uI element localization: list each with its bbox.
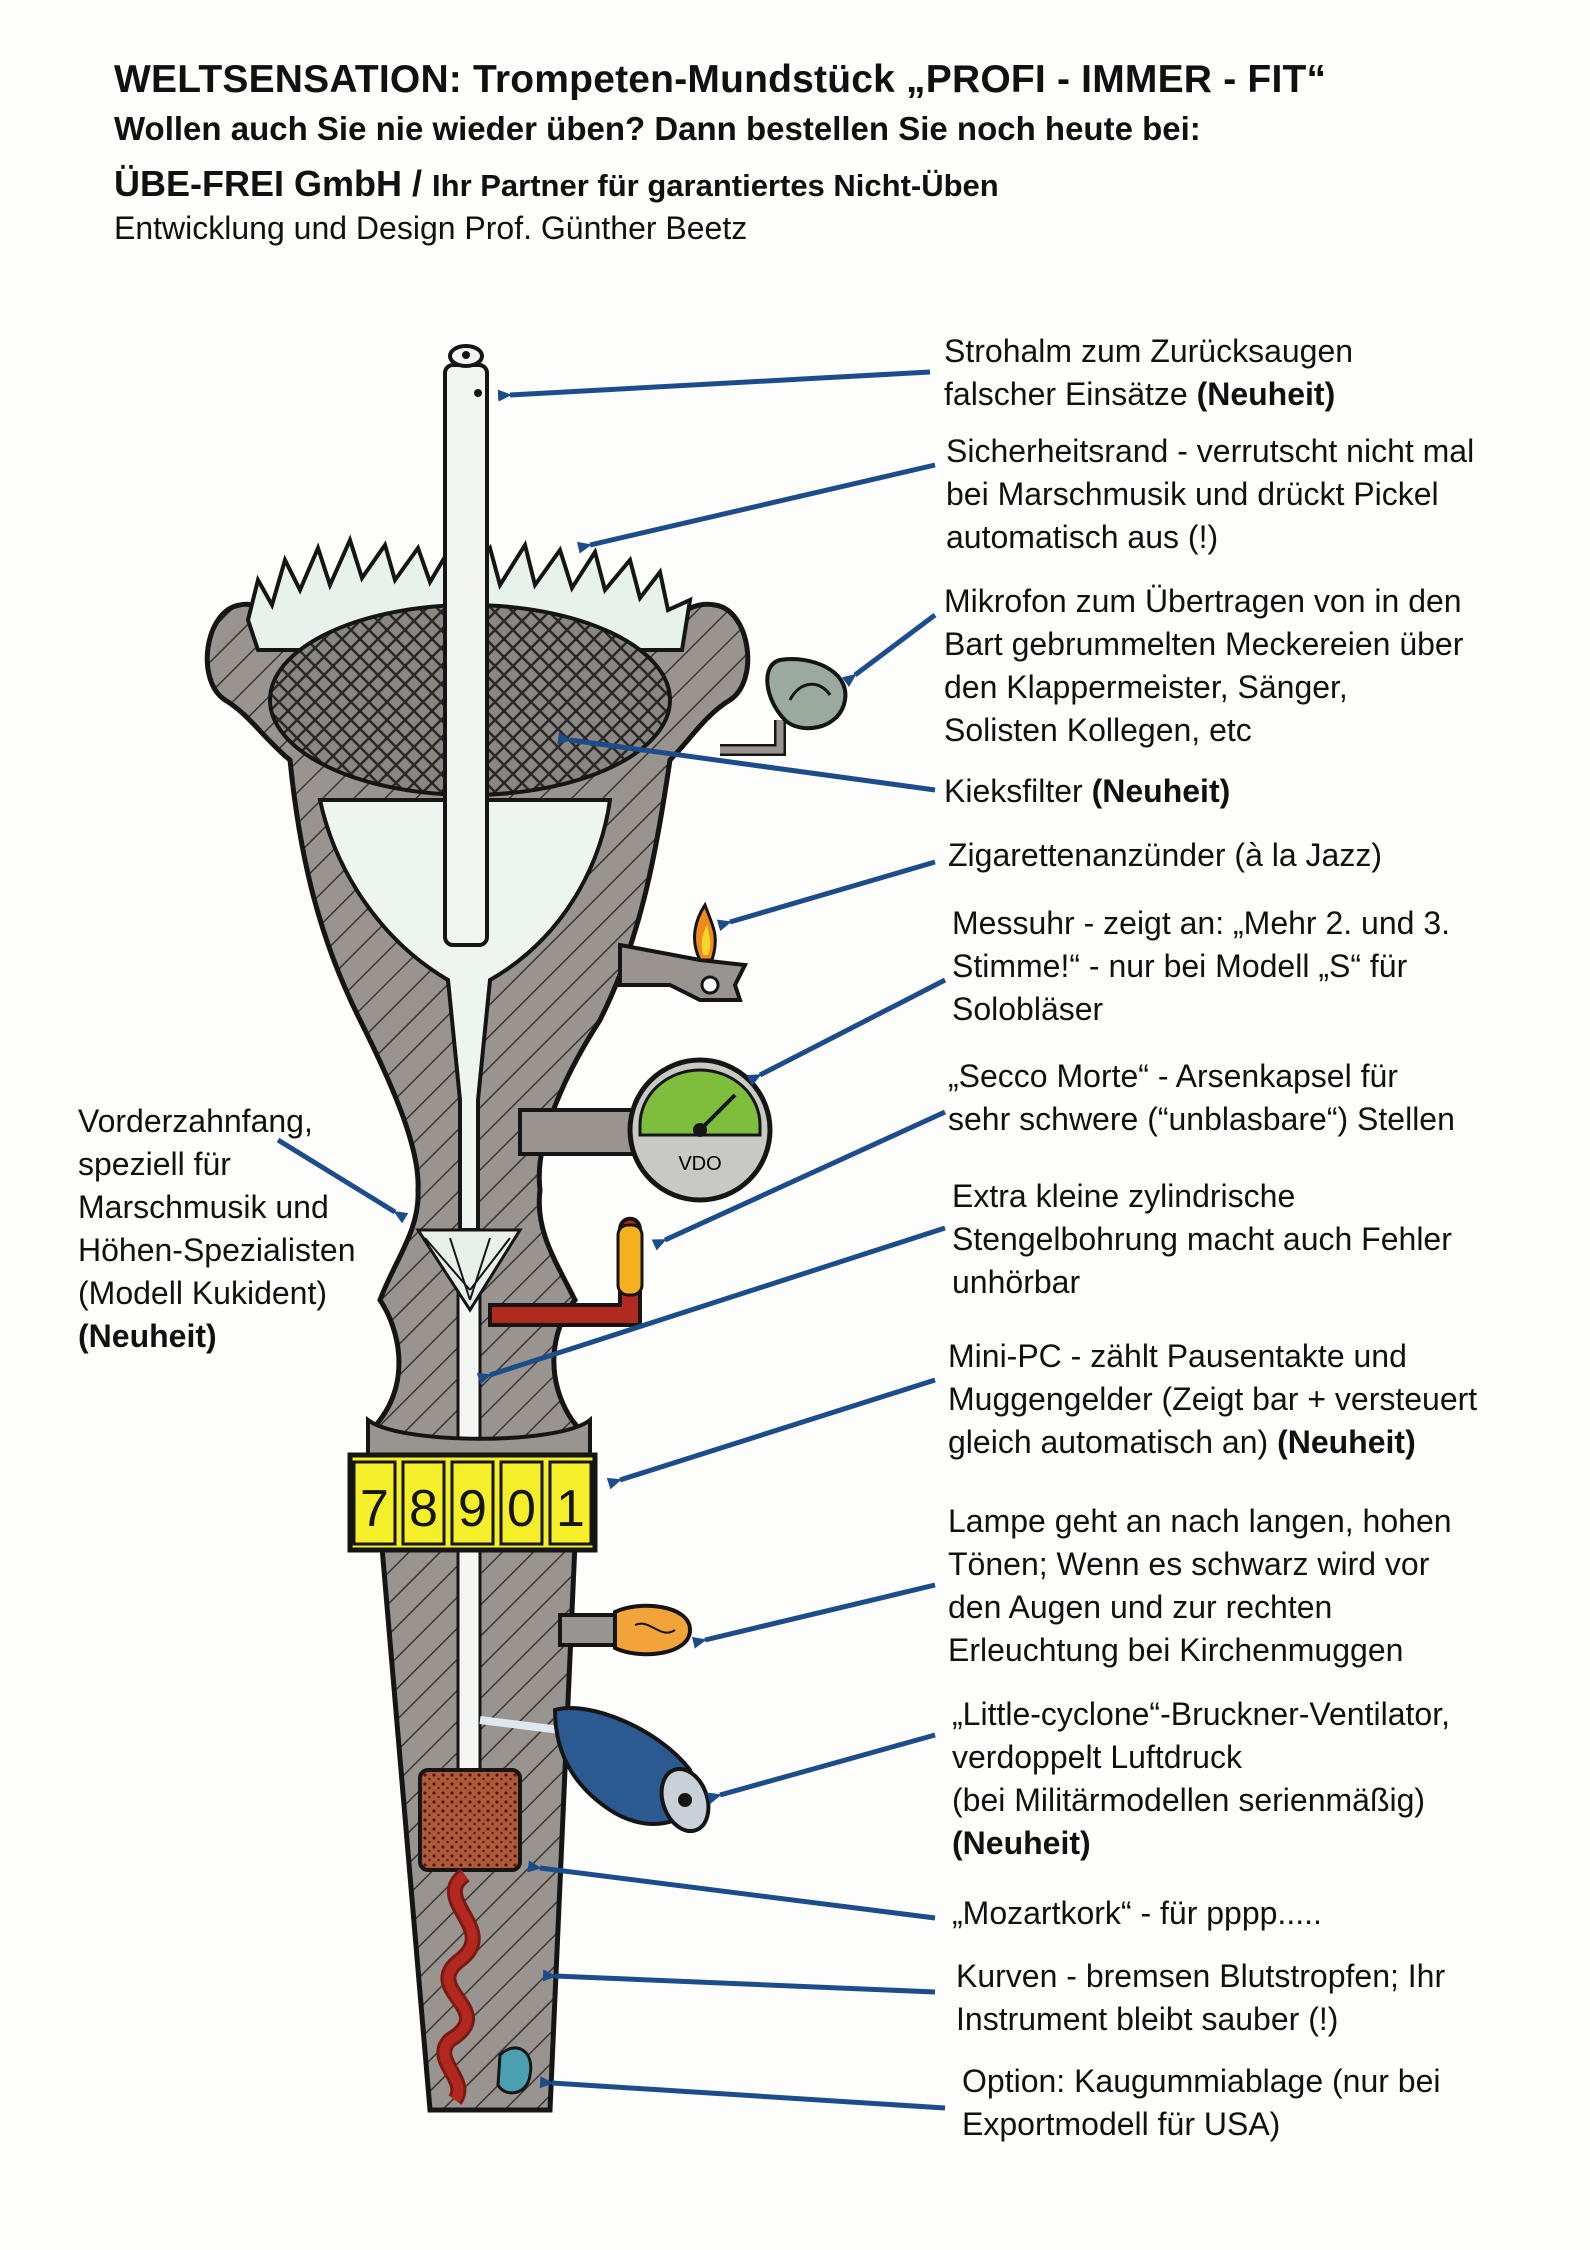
label-extra: Extra kleine zylindrische Stengelbohrung… — [952, 1178, 1452, 1300]
arrow-secco — [651, 1109, 947, 1251]
company-name: ÜBE-FREI GmbH / — [114, 163, 433, 204]
counter-digit-cell — [401, 1460, 446, 1546]
page-title: WELTSENSATION: Trompeten-Mundstück „PROF… — [114, 58, 1327, 101]
counter-digit-cell — [548, 1460, 593, 1546]
counter-digit: 7 — [360, 1480, 389, 1538]
arsenic-capsule-icon — [488, 1216, 644, 1327]
counter-digit-cell — [450, 1460, 495, 1546]
counter-digit-cell — [352, 1460, 397, 1546]
arrow-vorder — [276, 1137, 409, 1224]
arrow-kurven — [542, 1969, 936, 1995]
label-vorder: Vorderzahnfang, speziell für Marschmusik… — [78, 1103, 356, 1354]
counter-digit: 9 — [458, 1480, 487, 1538]
label-little: „Little-cyclone“-Bruckner-Ventilator, ve… — [952, 1696, 1450, 1861]
label-secco: „Secco Morte“ - Arsenkapsel für sehr sch… — [948, 1058, 1455, 1137]
arrow-mess — [746, 977, 947, 1086]
label-kieks: Kieksfilter (Neuheit) — [944, 773, 1231, 809]
label-mozart: „Mozartkork“ - für pppp..... — [952, 1895, 1322, 1931]
arrow-extra — [476, 1225, 946, 1385]
company-tagline: Ihr Partner für garantiertes Nicht-Üben — [432, 168, 999, 203]
label-ziga: Zigarettenanzünder (à la Jazz) — [948, 837, 1382, 873]
annotation-arrows — [276, 369, 947, 2111]
company-line: ÜBE-FREI GmbH / Ihr Partner für garantie… — [114, 163, 999, 205]
credit-line: Entwicklung und Design Prof. Günther Bee… — [114, 210, 748, 246]
arrow-mikro — [841, 613, 937, 687]
label-stroh: Strohalm zum Zurücksaugen falscher Einsä… — [944, 333, 1354, 412]
arrow-lampe — [691, 1582, 936, 1649]
arrow-kieks — [557, 732, 936, 793]
gauge-text: VDO — [678, 1153, 721, 1175]
page-subtitle: Wollen auch Sie nie wieder üben? Dann be… — [114, 110, 1201, 147]
arrow-ziga — [716, 859, 936, 932]
gauge-icon: VDO — [518, 1057, 773, 1203]
counter-digit: 8 — [409, 1480, 438, 1538]
straw-icon — [443, 363, 489, 947]
arrow-mozart — [527, 1860, 936, 1921]
gum-icon — [496, 2046, 533, 2095]
cork-icon — [418, 1768, 522, 1872]
label-sicher: Sicherheitsrand - verrutscht nicht mal b… — [946, 433, 1475, 555]
arrow-option — [539, 2076, 946, 2111]
teeth-catcher — [415, 1228, 523, 1313]
counter-digit: 0 — [507, 1480, 536, 1538]
label-minipc: Mini-PC - zählt Pausentakte und Muggenge… — [948, 1338, 1478, 1460]
arrow-sicher — [576, 462, 936, 554]
label-kurven: Kurven - bremsen Blutstropfen; Ihr Instr… — [956, 1958, 1446, 2037]
counter-digit-cell — [499, 1460, 544, 1546]
fan-icon — [479, 1706, 711, 1833]
counter-digit: 1 — [556, 1480, 585, 1538]
arrow-minipc — [606, 1377, 936, 1490]
label-lampe: Lampe geht an nach langen, hohen Tönen; … — [948, 1503, 1452, 1668]
lamp-icon — [558, 1603, 693, 1657]
label-mikro: Mikrofon zum Übertragen von in den Bart … — [944, 583, 1464, 748]
label-option: Option: Kaugummiablage (nur bei Exportmo… — [962, 2063, 1441, 2142]
label-mess: Messuhr - zeigt an: „Mehr 2. und 3. Stim… — [952, 905, 1450, 1027]
microphone-icon — [720, 657, 848, 756]
arrow-little — [706, 1732, 936, 1805]
arrow-stroh — [497, 369, 931, 402]
lighter-flame-icon — [618, 901, 749, 1002]
